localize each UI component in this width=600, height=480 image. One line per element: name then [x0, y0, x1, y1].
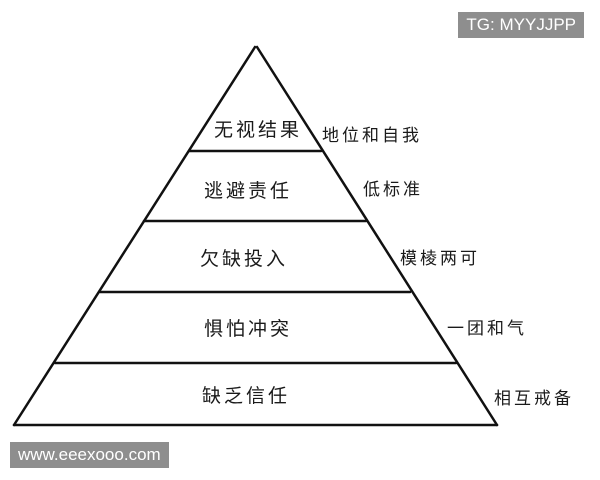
side-label-1: 地位和自我 — [322, 126, 422, 146]
side-label-5: 相互戒备 — [494, 389, 574, 409]
level-label-3: 欠缺投入 — [200, 248, 288, 270]
side-label-4: 一团和气 — [447, 319, 527, 339]
watermark-bottom: www.eeexooo.com — [10, 442, 169, 468]
pyramid-outline-right-edge — [255, 45, 499, 427]
level-label-1: 无视结果 — [214, 119, 302, 141]
pyramid-outline — [12, 45, 499, 427]
level-label-4: 惧怕冲突 — [204, 318, 292, 340]
side-label-3: 模棱两可 — [400, 249, 480, 269]
level-label-5: 缺乏信任 — [202, 385, 290, 407]
level-label-2: 逃避责任 — [204, 180, 292, 202]
side-label-2: 低标准 — [363, 180, 423, 200]
pyramid-outline-left-edge — [12, 45, 257, 427]
watermark-top: TG: MYYJJPP — [458, 12, 584, 38]
